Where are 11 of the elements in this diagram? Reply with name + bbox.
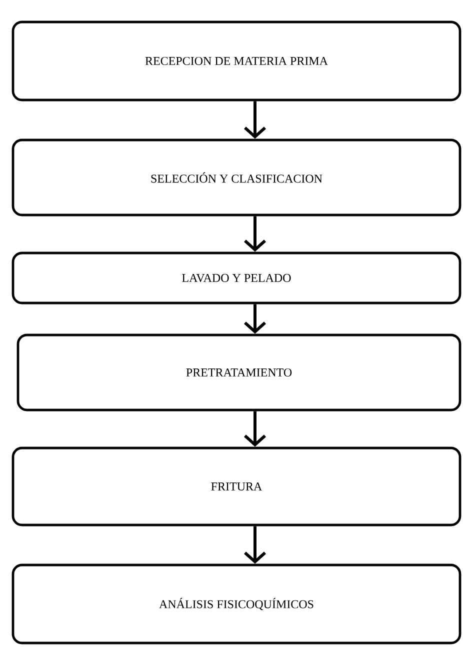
arrow xyxy=(244,216,266,252)
process-box: RECEPCION DE MATERIA PRIMA xyxy=(12,20,462,102)
process-box: FRITURA xyxy=(12,446,462,526)
arrow xyxy=(244,411,266,447)
process-box: ANÁLISIS FISICOQUÍMICOS xyxy=(12,564,462,644)
process-box: SELECCIÓN Y CLASIFICACION xyxy=(12,138,462,216)
arrow xyxy=(244,526,266,564)
process-box: LAVADO Y PELADO xyxy=(12,252,462,304)
process-box: PRETRATAMIENTO xyxy=(16,334,462,412)
arrow xyxy=(244,101,266,139)
arrow xyxy=(244,304,266,334)
